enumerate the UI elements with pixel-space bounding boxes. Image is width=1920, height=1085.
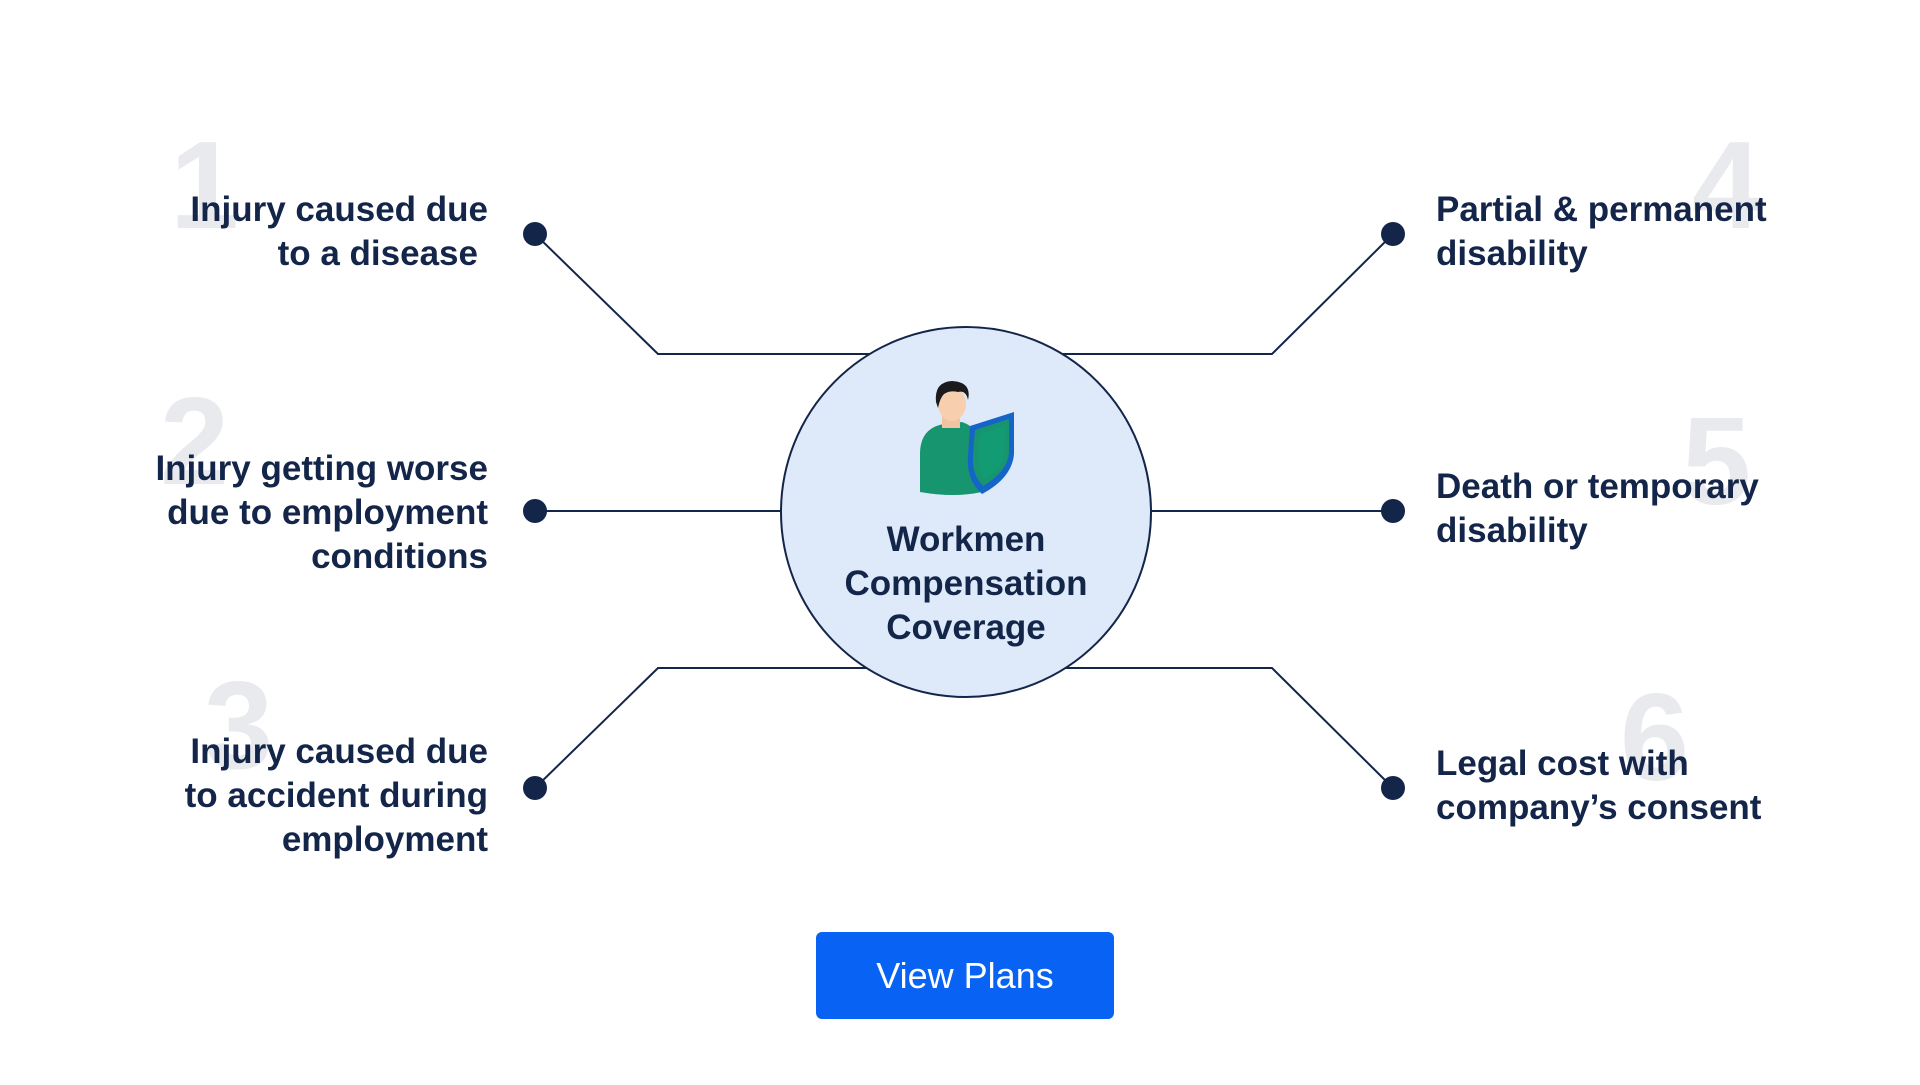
item-label-2: Injury getting worse due to employment c… xyxy=(155,447,488,579)
connector-dot-5 xyxy=(1381,499,1405,523)
item-label-4: Partial & permanent disability xyxy=(1436,188,1767,276)
connector-dot-1 xyxy=(523,222,547,246)
item-label-1-line-2: to a disease xyxy=(277,234,478,273)
connector-dot-3 xyxy=(523,776,547,800)
worker-with-shield-icon xyxy=(920,381,1014,495)
hub-title-line-1: Workmen xyxy=(886,520,1046,559)
item-label-2-line-2: due to employment xyxy=(167,493,488,532)
connector-dot-6 xyxy=(1381,776,1405,800)
view-plans-button[interactable]: View Plans xyxy=(816,932,1114,1019)
connector-line-6 xyxy=(1062,667,1394,789)
item-label-6-line-2: company’s consent xyxy=(1436,788,1762,827)
item-label-5-line-1: Death or temporary xyxy=(1436,467,1759,506)
item-number-4: 4 xyxy=(1692,117,1761,255)
item-number-5: 5 xyxy=(1682,393,1751,531)
item-label-3-line-3: employment xyxy=(281,820,488,859)
item-label-1-line-1: Injury caused due xyxy=(190,190,488,229)
item-number-6: 6 xyxy=(1620,669,1689,807)
hub-title: Workmen Compensation Coverage xyxy=(782,518,1150,650)
hub-title-line-3: Coverage xyxy=(886,608,1046,647)
hub-title-line-2: Compensation xyxy=(844,564,1088,603)
item-number-2: 2 xyxy=(160,373,229,511)
item-label-3-line-2: to accident during xyxy=(184,776,488,815)
item-label-2-line-3: conditions xyxy=(311,537,488,576)
item-label-5: Death or temporary disability xyxy=(1436,465,1759,553)
item-number-1: 1 xyxy=(170,117,239,255)
item-label-1: Injury caused due to a disease xyxy=(190,188,488,276)
connector-dot-2 xyxy=(523,499,547,523)
item-label-3: Injury caused due to accident during emp… xyxy=(185,730,488,862)
connector-line-4 xyxy=(1062,233,1394,355)
connector-dot-4 xyxy=(1381,222,1405,246)
item-label-6-line-1: Legal cost with xyxy=(1436,744,1689,783)
item-label-4-line-2: disability xyxy=(1436,234,1588,273)
item-number-3: 3 xyxy=(204,657,273,795)
item-label-5-line-2: disability xyxy=(1436,511,1588,550)
item-label-4-line-1: Partial & permanent xyxy=(1436,190,1767,229)
item-label-6: Legal cost with company’s consent xyxy=(1436,742,1761,830)
connector-line-1 xyxy=(534,233,870,355)
item-label-3-line-1: Injury caused due xyxy=(190,732,488,771)
connector-line-3 xyxy=(534,667,870,789)
item-label-2-line-1: Injury getting worse xyxy=(155,449,488,488)
coverage-hub: Workmen Compensation Coverage xyxy=(780,326,1152,698)
